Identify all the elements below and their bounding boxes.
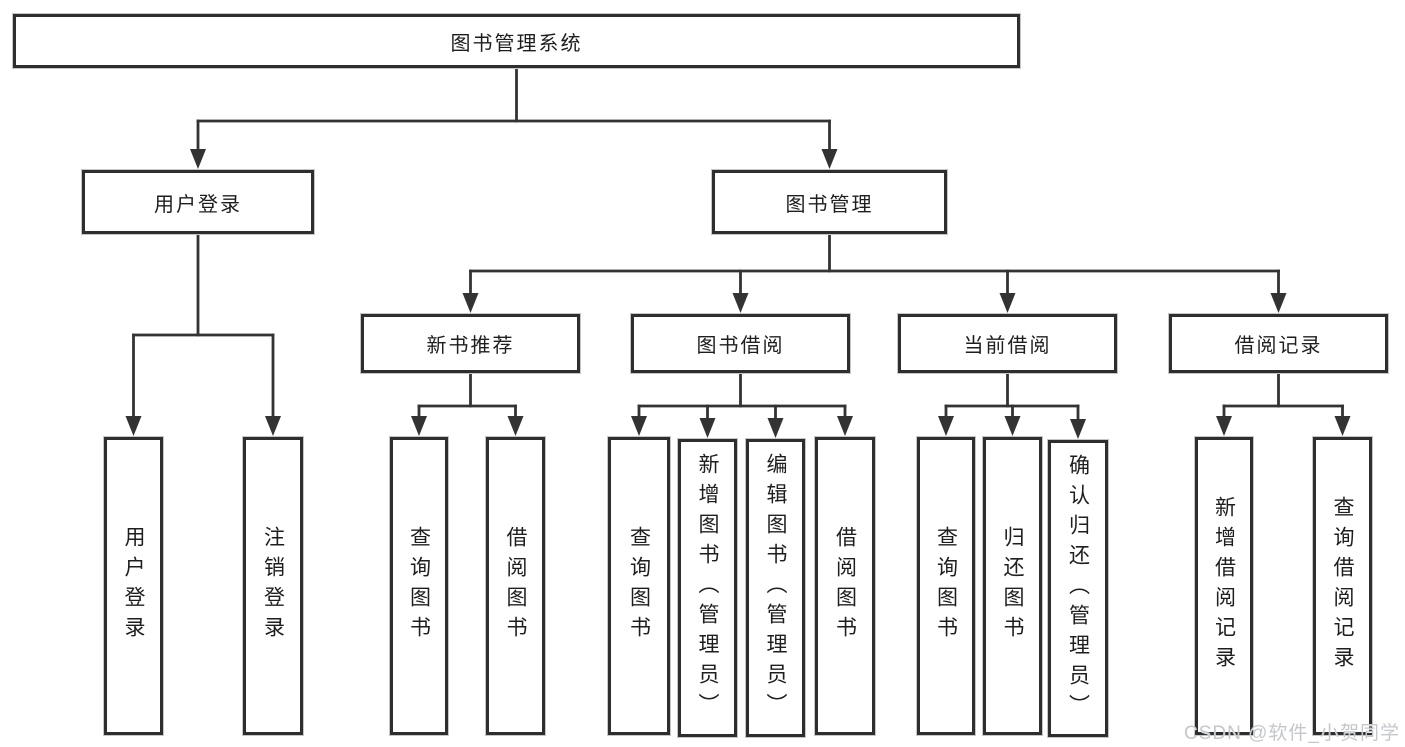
arrowhead-icon <box>1216 416 1232 436</box>
node-add-borrow-record: 新增借阅记录 <box>1195 437 1253 735</box>
arrowhead-icon <box>837 416 853 436</box>
arrowhead-icon <box>125 416 142 436</box>
node-query-books-3: 查询图书 <box>917 437 975 735</box>
arrowhead-icon <box>732 293 749 313</box>
arrowhead-icon <box>1334 416 1351 436</box>
node-borrow-books-1: 借阅图书 <box>486 437 545 735</box>
node-label-borrow-books-1: 借阅图书 <box>504 526 527 646</box>
node-book-borrowing: 图书借阅 <box>631 314 850 373</box>
node-label-confirm-return-admin: 确认归还（管理员） <box>1066 453 1090 724</box>
node-label-user-login: 用户登录 <box>122 526 145 646</box>
node-new-book-recommend: 新书推荐 <box>361 314 580 373</box>
node-root: 图书管理系统 <box>13 14 1020 68</box>
arrowhead-icon <box>507 416 524 436</box>
node-label-query-books-1: 查询图书 <box>407 526 431 646</box>
node-label-add-borrow-record: 新增借阅记录 <box>1212 496 1236 676</box>
arrowhead-icon <box>1270 293 1287 313</box>
arrowhead-icon <box>1004 416 1021 436</box>
node-label-book-management: 图书管理 <box>785 193 874 216</box>
node-user-login: 用户登录 <box>104 437 163 735</box>
node-label-logout: 注销登录 <box>261 526 285 646</box>
node-label-user-login-group: 用户登录 <box>154 193 242 216</box>
arrowhead-icon <box>190 149 206 169</box>
node-borrow-books-2: 借阅图书 <box>815 437 875 735</box>
node-borrowing-records: 借阅记录 <box>1169 314 1388 373</box>
node-label-edit-book-admin: 编辑图书（管理员） <box>764 453 787 723</box>
arrowhead-icon <box>938 416 954 436</box>
node-label-root: 图书管理系统 <box>450 32 583 55</box>
node-label-return-books: 归还图书 <box>1001 526 1024 646</box>
arrowhead-icon <box>631 416 647 436</box>
node-query-books-2: 查询图书 <box>608 437 670 735</box>
node-label-query-books-2: 查询图书 <box>627 526 651 646</box>
node-label-book-borrowing: 图书借阅 <box>696 335 785 357</box>
node-query-books-1: 查询图书 <box>390 437 448 735</box>
node-label-borrowing-records: 借阅记录 <box>1234 335 1323 357</box>
node-current-borrowing: 当前借阅 <box>898 314 1117 373</box>
node-label-borrow-books-2: 借阅图书 <box>833 526 857 646</box>
node-query-borrow-record: 查询借阅记录 <box>1313 437 1372 735</box>
arrowhead-icon <box>999 293 1016 313</box>
node-label-current-borrowing: 当前借阅 <box>963 335 1052 357</box>
arrowhead-icon <box>767 418 784 438</box>
node-label-query-books-3: 查询图书 <box>934 526 958 646</box>
node-user-login-group: 用户登录 <box>82 170 314 234</box>
arrowhead-icon <box>265 416 281 436</box>
csdn-watermark: CSDN @软件_小贺同学 <box>1184 723 1400 744</box>
arrowhead-icon <box>462 293 479 313</box>
node-label-query-borrow-record: 查询借阅记录 <box>1331 496 1354 676</box>
arrowhead-icon <box>699 418 716 438</box>
node-confirm-return-admin: 确认归还（管理员） <box>1048 440 1108 737</box>
node-return-books: 归还图书 <box>983 437 1042 735</box>
node-add-book-admin: 新增图书（管理员） <box>678 439 737 737</box>
arrowhead-icon <box>821 149 838 169</box>
node-edit-book-admin: 编辑图书（管理员） <box>746 439 805 737</box>
node-label-add-book-admin: 新增图书（管理员） <box>696 453 719 723</box>
arrowhead-icon <box>411 416 427 436</box>
node-book-management: 图书管理 <box>712 170 947 234</box>
node-logout: 注销登录 <box>243 437 303 735</box>
arrowhead-icon <box>1070 419 1086 439</box>
node-label-new-book-recommend: 新书推荐 <box>426 335 515 357</box>
